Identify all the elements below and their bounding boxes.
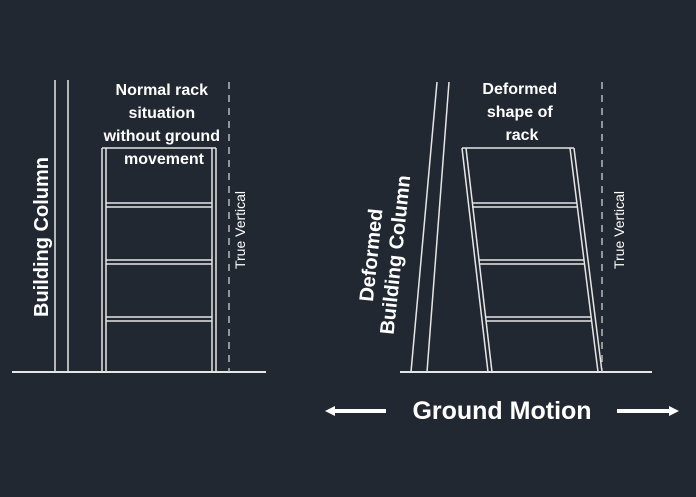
right-panel: Deformed Building Column Deformed — [353, 81, 652, 373]
ground-motion-label: Ground Motion — [412, 397, 591, 425]
ground-motion: Ground Motion — [325, 397, 679, 425]
rack-shelf — [486, 316, 591, 322]
rack-shelf — [472, 202, 577, 208]
true-vertical-label: True Vertical — [611, 191, 627, 269]
deformed-building-column — [410, 81, 450, 373]
normal-rack-label: Normal rack situation without ground mov… — [103, 82, 225, 168]
building-column-label: Building Column — [31, 157, 53, 317]
deformed-building-column-label: Deformed Building Column — [353, 172, 415, 336]
left-panel: Building Column Normal rack situation — [12, 80, 266, 373]
rack-shelf — [479, 259, 584, 265]
deformed-rack-label: Deformed shape of rack — [482, 81, 561, 144]
rack-shelf — [106, 202, 212, 208]
normal-rack — [101, 147, 217, 372]
building-column — [54, 80, 69, 372]
rack-shelf — [106, 316, 212, 322]
rack-shelf — [106, 259, 212, 265]
true-vertical-label: True Vertical — [232, 191, 248, 269]
deformed-rack — [461, 147, 603, 373]
